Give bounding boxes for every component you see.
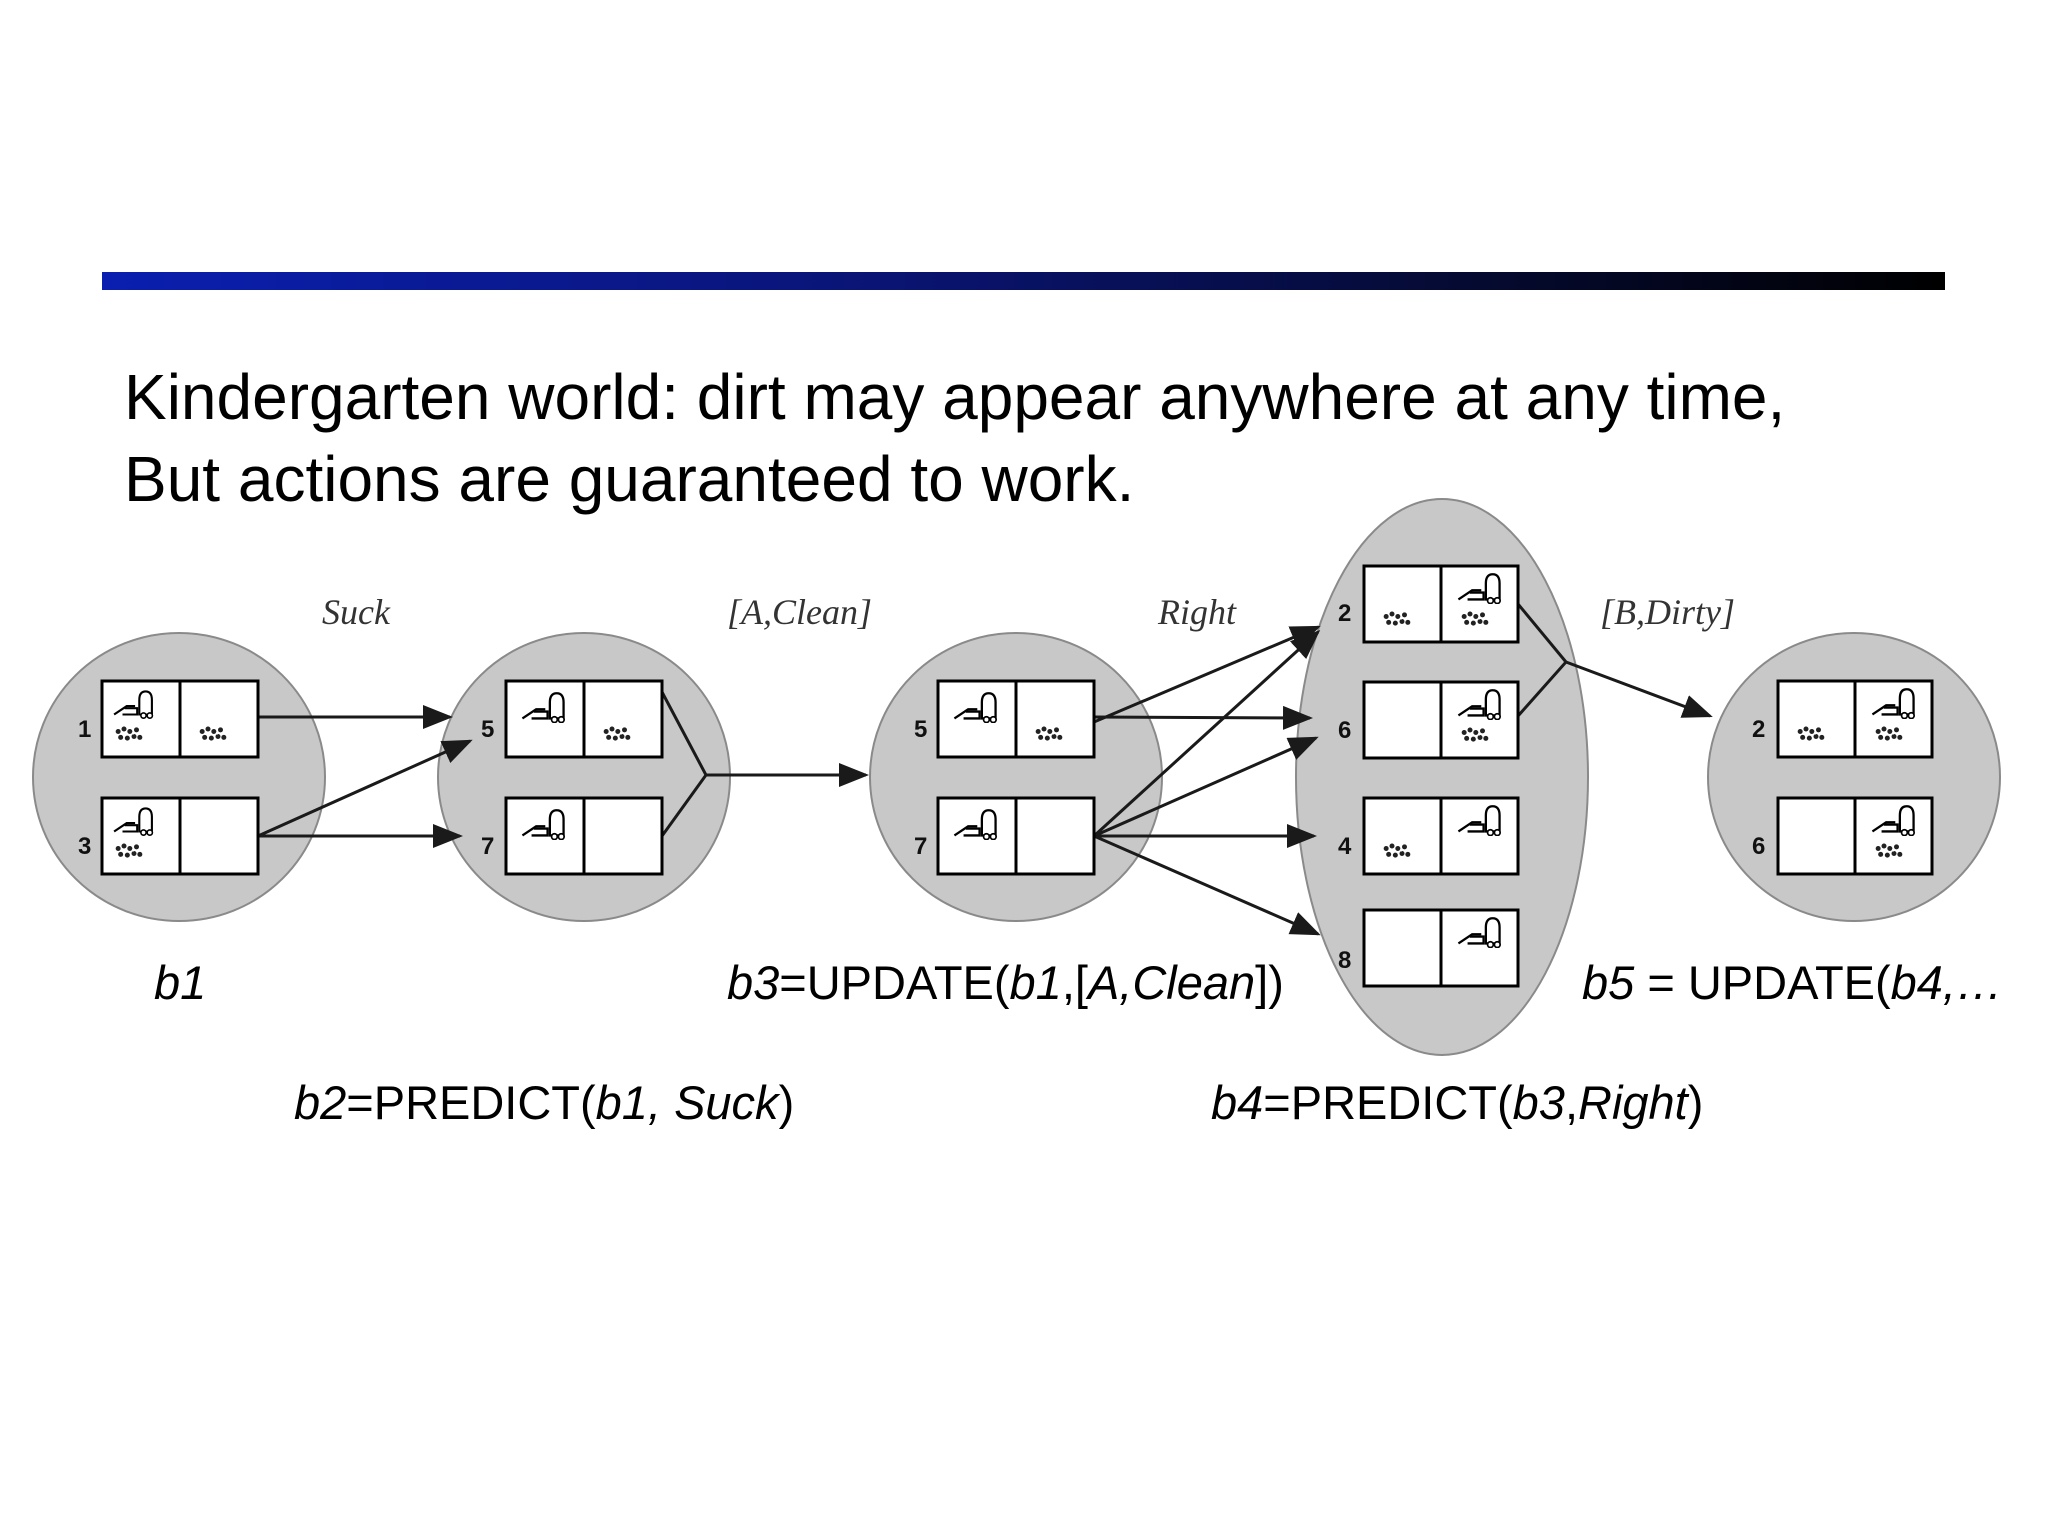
state-number: 6 bbox=[1752, 833, 1765, 860]
state-number: 5 bbox=[914, 716, 927, 743]
heading-line-2: But actions are guaranteed to work. bbox=[124, 443, 1135, 515]
formula-arg: b4,… bbox=[1890, 956, 2003, 1009]
state-number: 5 bbox=[481, 716, 494, 743]
action-label-b-dirty: [B,Dirty] bbox=[1600, 592, 1735, 632]
state-number: 3 bbox=[78, 833, 91, 860]
formula-op: = UPDATE( bbox=[1634, 956, 1891, 1009]
formula-b3: b3=UPDATE(b1,[A,Clean]) bbox=[727, 955, 1284, 1010]
formula-arg: b1 bbox=[1009, 956, 1062, 1009]
world-state-6 bbox=[1776, 796, 1934, 876]
world-state-4 bbox=[1362, 796, 1520, 876]
formula-var: b5 bbox=[1582, 956, 1635, 1009]
world-state-5 bbox=[936, 679, 1096, 759]
belief-state-b2 bbox=[437, 632, 731, 922]
arrow-update-b5 bbox=[1565, 660, 1713, 718]
world-state-5 bbox=[504, 679, 664, 759]
formula-var: b4 bbox=[1211, 1076, 1264, 1129]
state-number: 1 bbox=[78, 716, 91, 743]
action-label-suck: Suck bbox=[322, 592, 391, 632]
arrow-7-to-6 bbox=[1093, 736, 1319, 838]
action-label-right: Right bbox=[1157, 592, 1237, 632]
slide-heading: Kindergarten world: dirt may appear anyw… bbox=[124, 356, 1785, 520]
formula-var: b3 bbox=[727, 956, 780, 1009]
arrow-3-to-5 bbox=[257, 739, 473, 838]
formula-b5: b5 = UPDATE(b4,… bbox=[1582, 955, 2048, 1010]
world-state-8 bbox=[1362, 908, 1520, 988]
formula-arg: A,Clean bbox=[1087, 956, 1256, 1009]
action-label-a-clean: [A,Clean] bbox=[727, 592, 872, 632]
arrow-5-to-2 bbox=[1093, 625, 1321, 724]
formula-b2: b2=PREDICT(b1, Suck) bbox=[294, 1075, 794, 1130]
world-state-2 bbox=[1776, 679, 1934, 759]
formula-close: ) bbox=[1687, 1076, 1704, 1129]
state-number: 6 bbox=[1338, 717, 1351, 744]
formula-var: b2 bbox=[294, 1076, 347, 1129]
belief-state-b1 bbox=[32, 632, 326, 922]
world-state-2 bbox=[1362, 564, 1520, 644]
state-number: 2 bbox=[1752, 716, 1765, 743]
formula-b4: b4=PREDICT(b3,Right) bbox=[1211, 1075, 1703, 1130]
world-state-3 bbox=[100, 796, 260, 876]
formula-arg: Right bbox=[1578, 1076, 1688, 1129]
state-number: 7 bbox=[481, 833, 494, 860]
formula-sep: , bbox=[1564, 1076, 1579, 1129]
formula-b1: b1 bbox=[154, 955, 206, 1010]
belief-state-b5 bbox=[1707, 632, 2001, 922]
formula-arg: b3 bbox=[1512, 1076, 1565, 1129]
arrow-5-to-6 bbox=[1093, 705, 1313, 730]
belief-state-b3 bbox=[869, 632, 1163, 922]
formula-var: b1 bbox=[154, 956, 207, 1009]
state-number: 2 bbox=[1338, 600, 1351, 627]
formula-arg: b1, Suck bbox=[595, 1076, 779, 1129]
world-state-7 bbox=[504, 796, 664, 876]
arrow-7-to-8 bbox=[1093, 834, 1321, 936]
world-state-6 bbox=[1362, 680, 1520, 760]
world-state-7 bbox=[936, 796, 1096, 876]
heading-line-1: Kindergarten world: dirt may appear anyw… bbox=[124, 361, 1786, 433]
title-bar bbox=[102, 272, 1945, 290]
state-number: 7 bbox=[914, 833, 927, 860]
transitions bbox=[257, 603, 1713, 936]
formula-close: ]) bbox=[1255, 956, 1284, 1009]
arrow-7-to-2 bbox=[1092, 629, 1321, 838]
world-state-1 bbox=[100, 679, 260, 759]
formula-sep: ,[ bbox=[1061, 956, 1088, 1009]
formula-op: =PREDICT( bbox=[1263, 1076, 1513, 1129]
state-number: 8 bbox=[1338, 947, 1351, 974]
formula-close: ) bbox=[778, 1076, 795, 1129]
formula-op: =UPDATE( bbox=[779, 956, 1010, 1009]
state-number: 4 bbox=[1338, 833, 1352, 860]
formula-op: =PREDICT( bbox=[346, 1076, 596, 1129]
